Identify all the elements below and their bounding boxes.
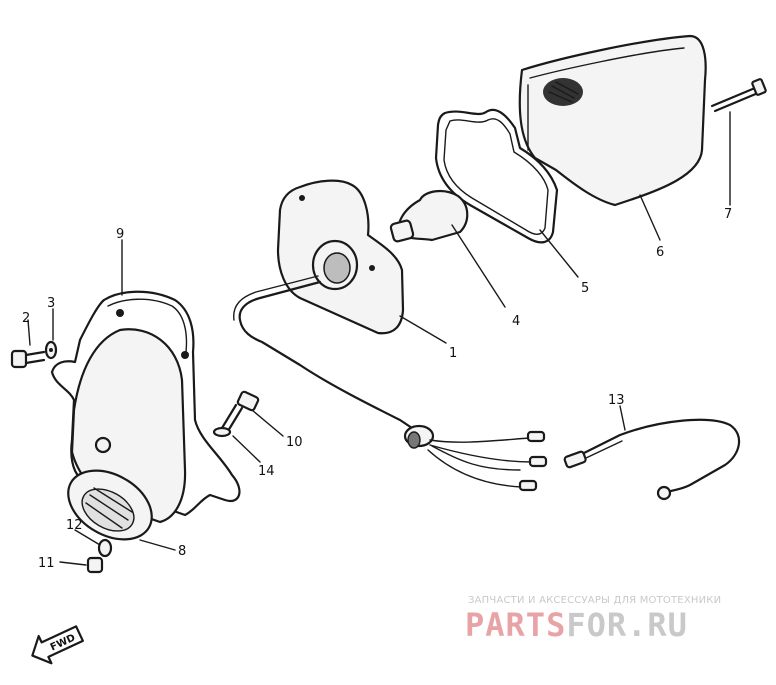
callout-2: 2 <box>22 311 30 326</box>
part-7-screw <box>710 78 767 113</box>
part-8-housing <box>67 328 187 541</box>
part-9-bracket <box>50 290 241 517</box>
callout-6: 6 <box>656 245 664 260</box>
callout-14: 14 <box>258 464 275 479</box>
part-12-washer <box>97 538 113 558</box>
callout-5: 5 <box>581 281 589 296</box>
callout-1: 1 <box>449 346 457 361</box>
callout-9: 9 <box>116 227 124 242</box>
callouts: 1 2 3 4 5 6 7 8 9 10 11 12 13 14 <box>22 207 732 571</box>
leader-lines <box>27 111 731 566</box>
callout-4: 4 <box>512 314 520 329</box>
part-11-nut <box>86 556 104 574</box>
watermark-logo-part1: PARTS <box>465 606 566 644</box>
part-1-base-plate <box>233 179 548 492</box>
part-2-bolt <box>10 349 46 369</box>
callout-13: 13 <box>608 393 625 408</box>
part-4-bulb <box>389 190 469 243</box>
callout-10: 10 <box>286 435 303 450</box>
watermark-logo: PARTSFOR.RU <box>465 606 688 644</box>
callout-11: 11 <box>38 556 55 571</box>
part-10-screw <box>220 390 260 433</box>
callout-3: 3 <box>47 296 55 311</box>
part-6-lens <box>518 34 707 207</box>
part-5-gasket <box>434 108 559 244</box>
part-3-washer <box>44 340 58 360</box>
part-14-washer <box>212 426 232 438</box>
callout-12: 12 <box>66 518 83 533</box>
watermark: ЗАПЧАСТИ И АКСЕССУАРЫ ДЛЯ МОТОТЕХНИКИ PA… <box>465 595 721 644</box>
fwd-arrow: FWD <box>31 625 84 665</box>
callout-7: 7 <box>724 207 732 222</box>
watermark-logo-part2: FOR.RU <box>566 606 688 644</box>
watermark-subtitle: ЗАПЧАСТИ И АКСЕССУАРЫ ДЛЯ МОТОТЕХНИКИ <box>468 595 721 606</box>
part-13-lead-wire <box>563 418 741 501</box>
callout-8: 8 <box>178 544 186 559</box>
